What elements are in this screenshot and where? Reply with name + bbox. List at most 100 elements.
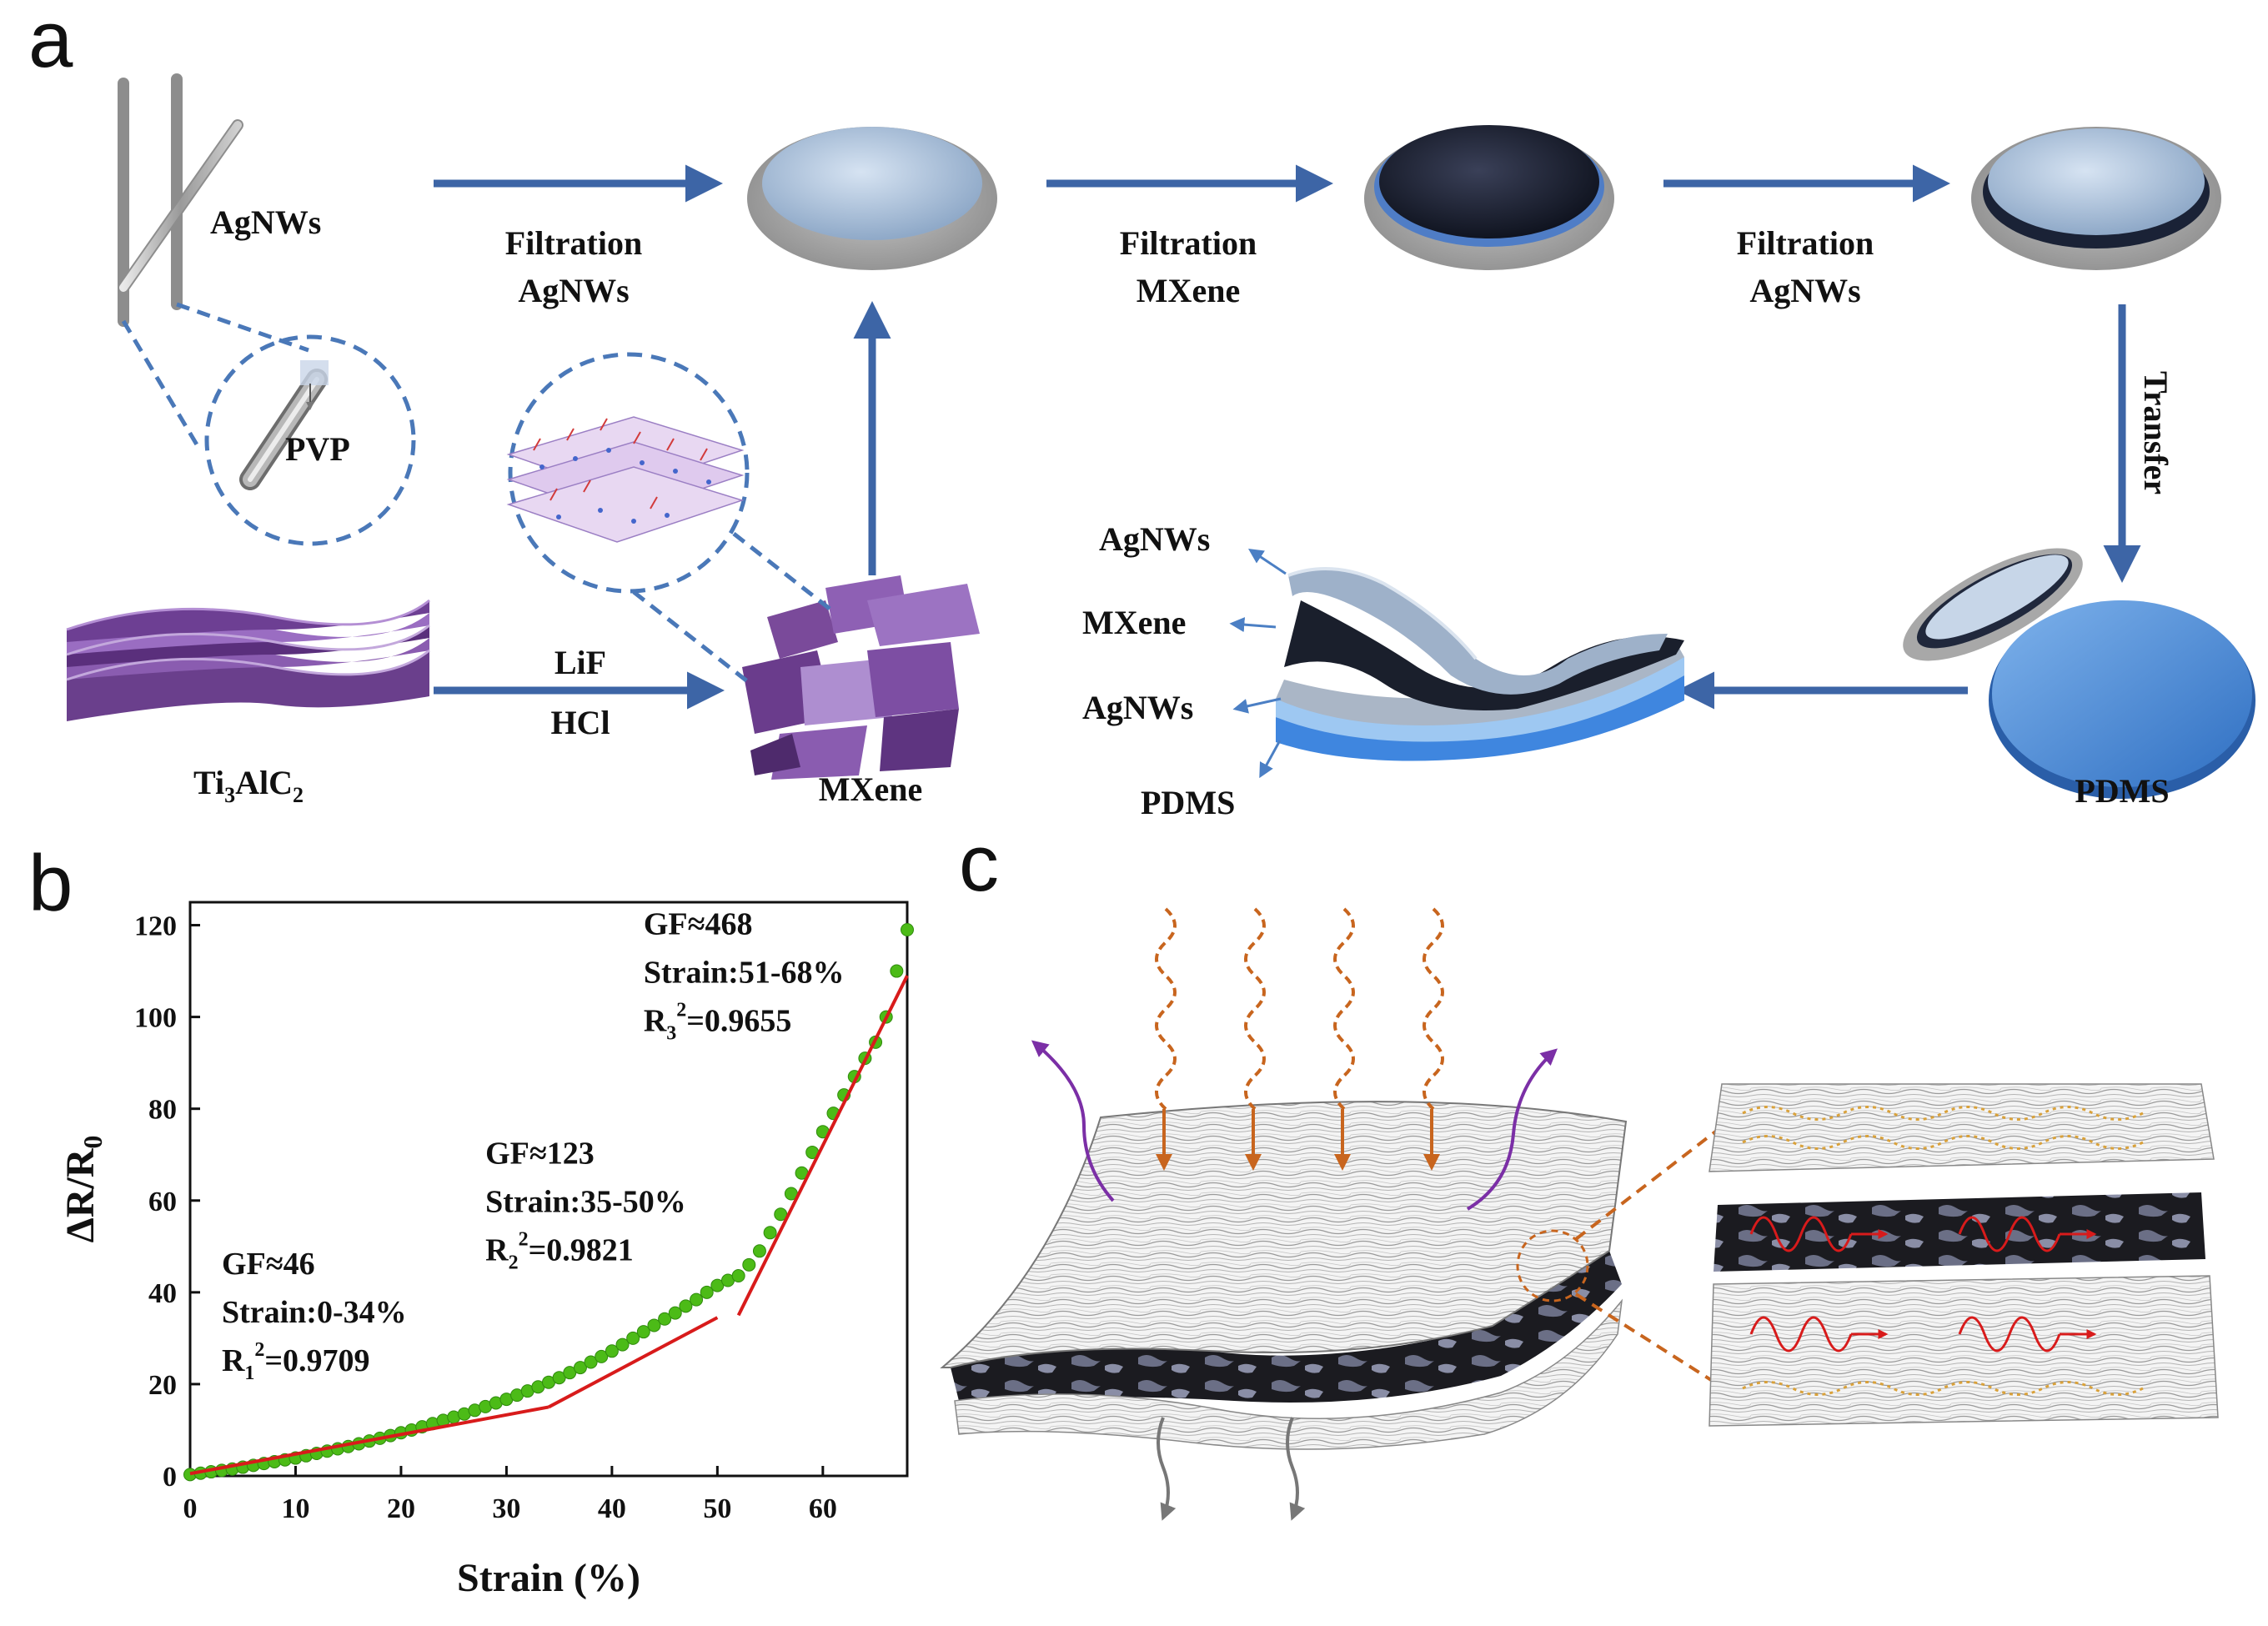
mxene-zoom-line-2 xyxy=(732,532,831,610)
annotation-line: Strain:0-34% xyxy=(222,1295,407,1330)
pdms-disc xyxy=(1989,600,2255,799)
panel-c-letter: c xyxy=(959,819,999,908)
x-tick-label: 0 xyxy=(183,1493,198,1524)
y-tick-label: 0 xyxy=(163,1462,177,1493)
y-tick-label: 120 xyxy=(134,911,177,942)
mxene-label: MXene xyxy=(819,770,922,808)
y-tick-label: 60 xyxy=(148,1187,177,1217)
data-point xyxy=(731,1269,745,1283)
annotation-line: GF≈123 xyxy=(485,1137,595,1172)
data-point xyxy=(626,1331,640,1345)
mxene-flakes xyxy=(742,575,980,780)
data-point xyxy=(752,1244,766,1258)
panel-a-letter: a xyxy=(28,0,73,84)
step2-label-2: MXene xyxy=(1137,272,1240,309)
x-tick-label: 10 xyxy=(281,1493,309,1524)
pvp-label: PVP xyxy=(285,430,350,468)
layer-label-agnws-top: AgNWs xyxy=(1099,520,1210,558)
y-tick-label: 100 xyxy=(134,1003,177,1034)
layered-sandwich xyxy=(1276,567,1684,761)
annotation-r2: R32=0.9655 xyxy=(644,1000,792,1045)
data-point xyxy=(615,1337,630,1352)
mxene-zoom-line-1 xyxy=(632,590,752,685)
data-point xyxy=(605,1344,619,1358)
ti3alc2-block xyxy=(66,599,430,721)
filter-disc-mxene xyxy=(1364,125,1614,270)
data-point xyxy=(679,1299,693,1313)
data-point xyxy=(700,1285,714,1299)
agnws-label: AgNWs xyxy=(210,203,321,241)
detail-top-layer xyxy=(1709,1083,2215,1172)
data-point xyxy=(890,964,904,978)
transmitted-wave-right xyxy=(1286,1417,1306,1521)
zoom-line-left xyxy=(121,319,203,452)
layer-label-mxene: MXene xyxy=(1082,604,1186,641)
transmitted-wave-left xyxy=(1157,1417,1177,1521)
step2-label-1: Filtration xyxy=(1120,224,1257,262)
ti3alc2-label: Ti3AlC2 xyxy=(193,764,304,807)
lif-label: LiF xyxy=(554,644,606,681)
panel-b-letter: b xyxy=(28,839,73,928)
step3-label-2: AgNWs xyxy=(1749,272,1860,309)
incident-arrows xyxy=(1156,1109,1440,1171)
reflected-wave-right xyxy=(1466,1048,1558,1211)
data-point xyxy=(573,1361,587,1375)
shielding-textile xyxy=(940,1101,1628,1450)
layer-label-pdms: PDMS xyxy=(1141,784,1235,821)
x-tick-label: 60 xyxy=(809,1493,837,1524)
transfer-label: Transfer xyxy=(2137,371,2175,494)
x-axis-label: Strain (%) xyxy=(457,1556,640,1600)
detail-zoom-line-top xyxy=(1574,1128,1719,1241)
panel-a: a AgNWs PVP xyxy=(28,0,2255,821)
agnws-nanowires xyxy=(118,73,243,327)
x-tick-label: 20 xyxy=(387,1493,415,1524)
mxene-lattice xyxy=(506,416,745,543)
data-point xyxy=(636,1325,650,1339)
annotation-line: Strain:35-50% xyxy=(485,1185,686,1220)
data-point xyxy=(658,1312,672,1326)
filter-disc-agnws xyxy=(747,127,997,270)
fit-line xyxy=(736,975,909,1317)
layer-label-agnws-bottom: AgNWs xyxy=(1082,689,1193,726)
detail-zoom-line-bottom xyxy=(1574,1292,1719,1386)
data-point xyxy=(763,1226,777,1240)
hcl-label: HCl xyxy=(550,704,610,741)
data-point xyxy=(901,923,914,937)
step1-label-1: Filtration xyxy=(505,224,642,262)
pvp-coated-wire xyxy=(239,360,329,490)
panel-b: b 0 10 20 30 40 50 60 0 20 40 60 80 100 120 Strain (%… xyxy=(28,839,914,1600)
pdms-disc-label: PDMS xyxy=(2075,772,2169,810)
x-tick-label: 30 xyxy=(492,1493,520,1524)
y-axis-label: ΔR/R0 xyxy=(58,1136,108,1243)
pointer-agnws-bottom xyxy=(1232,697,1282,714)
annotation-r2: R12=0.9709 xyxy=(222,1339,370,1384)
annotation-r2: R22=0.9821 xyxy=(485,1229,634,1274)
reflected-wave-left xyxy=(1031,1040,1115,1202)
y-tick-label: 80 xyxy=(148,1095,177,1126)
x-tick-label: 50 xyxy=(703,1493,731,1524)
incident-em-waves xyxy=(1155,907,1444,1111)
fit-line xyxy=(548,1316,719,1409)
pointer-pdms xyxy=(1259,740,1282,779)
y-tick-label: 20 xyxy=(148,1370,177,1401)
detail-middle-layer xyxy=(1714,1192,2205,1272)
data-point xyxy=(647,1318,661,1332)
y-tick-label: 40 xyxy=(148,1278,177,1309)
annotation-line: Strain:51-68% xyxy=(644,956,845,991)
x-tick-label: 40 xyxy=(598,1493,626,1524)
pvp-zoom-circle xyxy=(204,334,416,546)
zoom-line-right xyxy=(176,302,309,353)
pointer-mxene xyxy=(1229,617,1277,633)
peeled-film xyxy=(1903,548,2083,661)
fit-line xyxy=(189,1405,549,1476)
plot-frame xyxy=(188,901,909,1478)
detail-zoom-circle xyxy=(1516,1229,1589,1302)
detail-bottom-layer xyxy=(1709,1275,2219,1427)
step1-label-2: AgNWs xyxy=(518,272,629,309)
step3-label-1: Filtration xyxy=(1737,224,1874,262)
annotation-line: GF≈468 xyxy=(644,907,753,942)
pointer-agnws-top xyxy=(1248,549,1287,575)
filter-disc-agnws-top xyxy=(1971,127,2221,270)
data-point xyxy=(742,1257,756,1272)
